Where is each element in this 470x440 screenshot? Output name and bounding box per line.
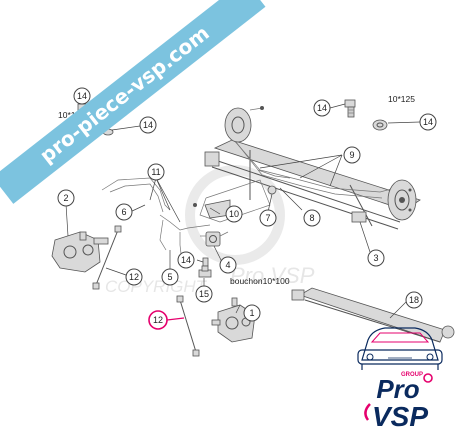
rear-right-drum xyxy=(387,179,417,221)
svg-text:12: 12 xyxy=(129,272,139,282)
svg-text:14: 14 xyxy=(317,103,327,113)
flexible-hose xyxy=(92,225,122,290)
rear-axle-assembly xyxy=(204,137,421,230)
rear-left-drum xyxy=(224,106,264,143)
logo-line1: Pro xyxy=(376,374,419,404)
note-15: 10*100 xyxy=(58,110,85,120)
brake-compensator xyxy=(200,231,229,247)
watermark-line2: Pro VSP xyxy=(230,263,315,288)
callout-7: 7 xyxy=(259,209,277,227)
svg-text:9: 9 xyxy=(349,150,354,160)
callout-6: 6 xyxy=(115,203,133,221)
callout-3: 3 xyxy=(367,249,385,267)
callout-4: 4 xyxy=(219,256,237,274)
svg-text:6: 6 xyxy=(121,207,126,217)
svg-text:14: 14 xyxy=(181,255,191,265)
svg-text:7: 7 xyxy=(265,213,270,223)
svg-text:8: 8 xyxy=(309,213,314,223)
svg-text:10: 10 xyxy=(229,209,239,219)
callout-10: 10 xyxy=(225,205,243,223)
callout-15: 14 xyxy=(73,87,91,105)
svg-text:12: 12 xyxy=(153,315,163,325)
svg-text:5: 5 xyxy=(167,272,172,282)
rear-crossbar xyxy=(291,287,455,343)
svg-text:14: 14 xyxy=(423,117,433,127)
front-brake-lines xyxy=(101,177,271,263)
svg-text:2: 2 xyxy=(63,193,68,203)
callout-13: 12 xyxy=(125,268,143,286)
callout-16: 14 xyxy=(313,99,331,117)
callout-9: 9 xyxy=(343,146,361,164)
callout-12: 12 xyxy=(148,310,168,330)
callout-18: 18 xyxy=(405,291,423,309)
left-front-caliper xyxy=(51,231,109,273)
callout-17: 15 xyxy=(195,285,213,303)
note-16: 10*125 xyxy=(388,94,415,104)
watermark: COPYRIGHT Pro VSP xyxy=(105,165,315,296)
note-17: bouchon10*100 xyxy=(230,276,290,286)
svg-text:4: 4 xyxy=(225,260,230,270)
callout-2: 2 xyxy=(57,189,75,207)
callout-14-left: 14 xyxy=(139,116,157,134)
bleed-cap-14-right xyxy=(372,119,388,131)
svg-text:3: 3 xyxy=(373,253,378,263)
svg-text:1: 1 xyxy=(249,308,254,318)
bleed-screw-middle xyxy=(202,257,209,267)
banner-text: pro-piece-vsp.com xyxy=(35,21,214,168)
car-outline-icon xyxy=(357,327,443,370)
pro-vsp-logo: GROUP Pro VSP xyxy=(364,372,433,432)
plug-part xyxy=(198,265,212,278)
callout-11: 11 xyxy=(147,163,165,181)
callout-5: 5 xyxy=(161,268,179,286)
svg-text:14: 14 xyxy=(143,120,153,130)
svg-text:15: 15 xyxy=(199,289,209,299)
watermark-line1: COPYRIGHT xyxy=(105,277,208,296)
logo-line2: VSP xyxy=(372,401,428,432)
flexible-hose-highlighted xyxy=(176,295,200,357)
callout-14-right: 14 xyxy=(419,113,437,131)
svg-text:11: 11 xyxy=(151,167,160,177)
svg-text:18: 18 xyxy=(409,295,419,305)
bleed-screw-16 xyxy=(344,99,356,118)
leader-lines xyxy=(65,96,421,321)
callout-1: 1 xyxy=(243,304,261,322)
svg-text:14: 14 xyxy=(77,91,87,101)
callout-14-middle: 14 xyxy=(177,251,195,269)
callout-8: 8 xyxy=(303,209,321,227)
logo-tagline: GROUP xyxy=(401,372,423,378)
